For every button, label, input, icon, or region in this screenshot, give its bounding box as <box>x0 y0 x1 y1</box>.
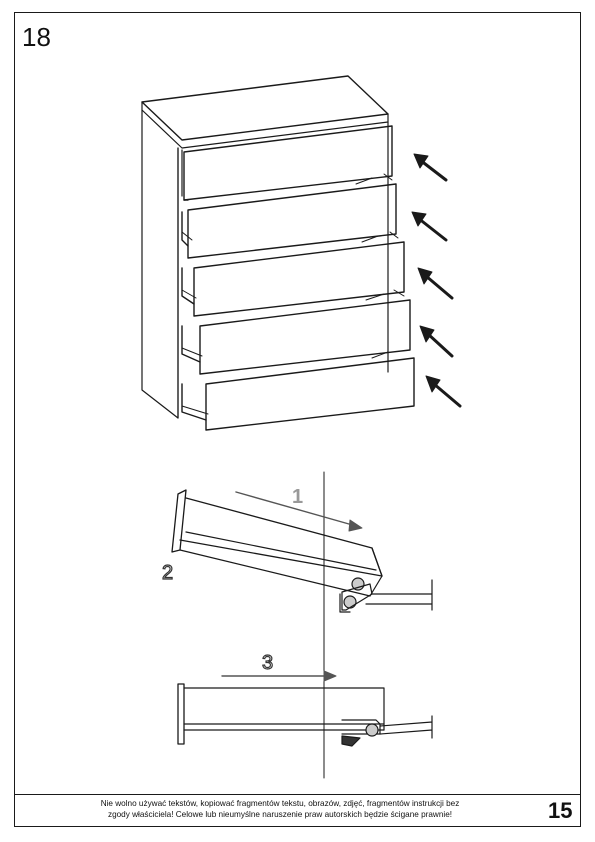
callout-number-1: 1 <box>292 486 304 508</box>
drawer-front-1 <box>183 125 393 201</box>
roller-wheel-icon <box>343 595 357 609</box>
diagonal-arrow-icon <box>413 153 448 182</box>
footer-divider <box>14 794 581 795</box>
callout-1-arrow <box>235 491 363 532</box>
step-number: 18 <box>22 22 51 52</box>
page-number: 15 <box>548 798 573 823</box>
callout-number-2: 2 <box>161 561 174 584</box>
detail-tilted-drawer <box>171 471 433 779</box>
copyright-line-1: Nie wolno używać tekstów, kopiować fragm… <box>100 799 460 808</box>
drawer-front-5 <box>205 357 415 431</box>
roller-wheel-icon <box>365 723 379 737</box>
detail-inserted-drawer <box>177 670 433 747</box>
callout-number-3: 3 <box>261 651 274 674</box>
copyright-line-2: zgody właściciela! Celowe lub nieumyślne… <box>107 810 453 819</box>
diagonal-arrow-icon <box>425 375 462 408</box>
diagonal-arrow-icon <box>419 325 454 358</box>
dresser-drawing <box>141 75 389 419</box>
diagonal-arrow-icon <box>417 267 454 300</box>
drawer-front-3 <box>193 241 405 317</box>
push-arrows <box>411 153 462 408</box>
drawer-fronts <box>181 125 415 431</box>
drawer-front-4 <box>199 299 411 375</box>
drawer-front-2 <box>187 183 397 259</box>
page-frame <box>14 12 581 827</box>
diagonal-arrow-icon <box>411 211 448 242</box>
copyright-notice: Nie wolno używać tekstów, kopiować fragm… <box>30 798 530 820</box>
drawer-side-rails <box>181 173 405 415</box>
